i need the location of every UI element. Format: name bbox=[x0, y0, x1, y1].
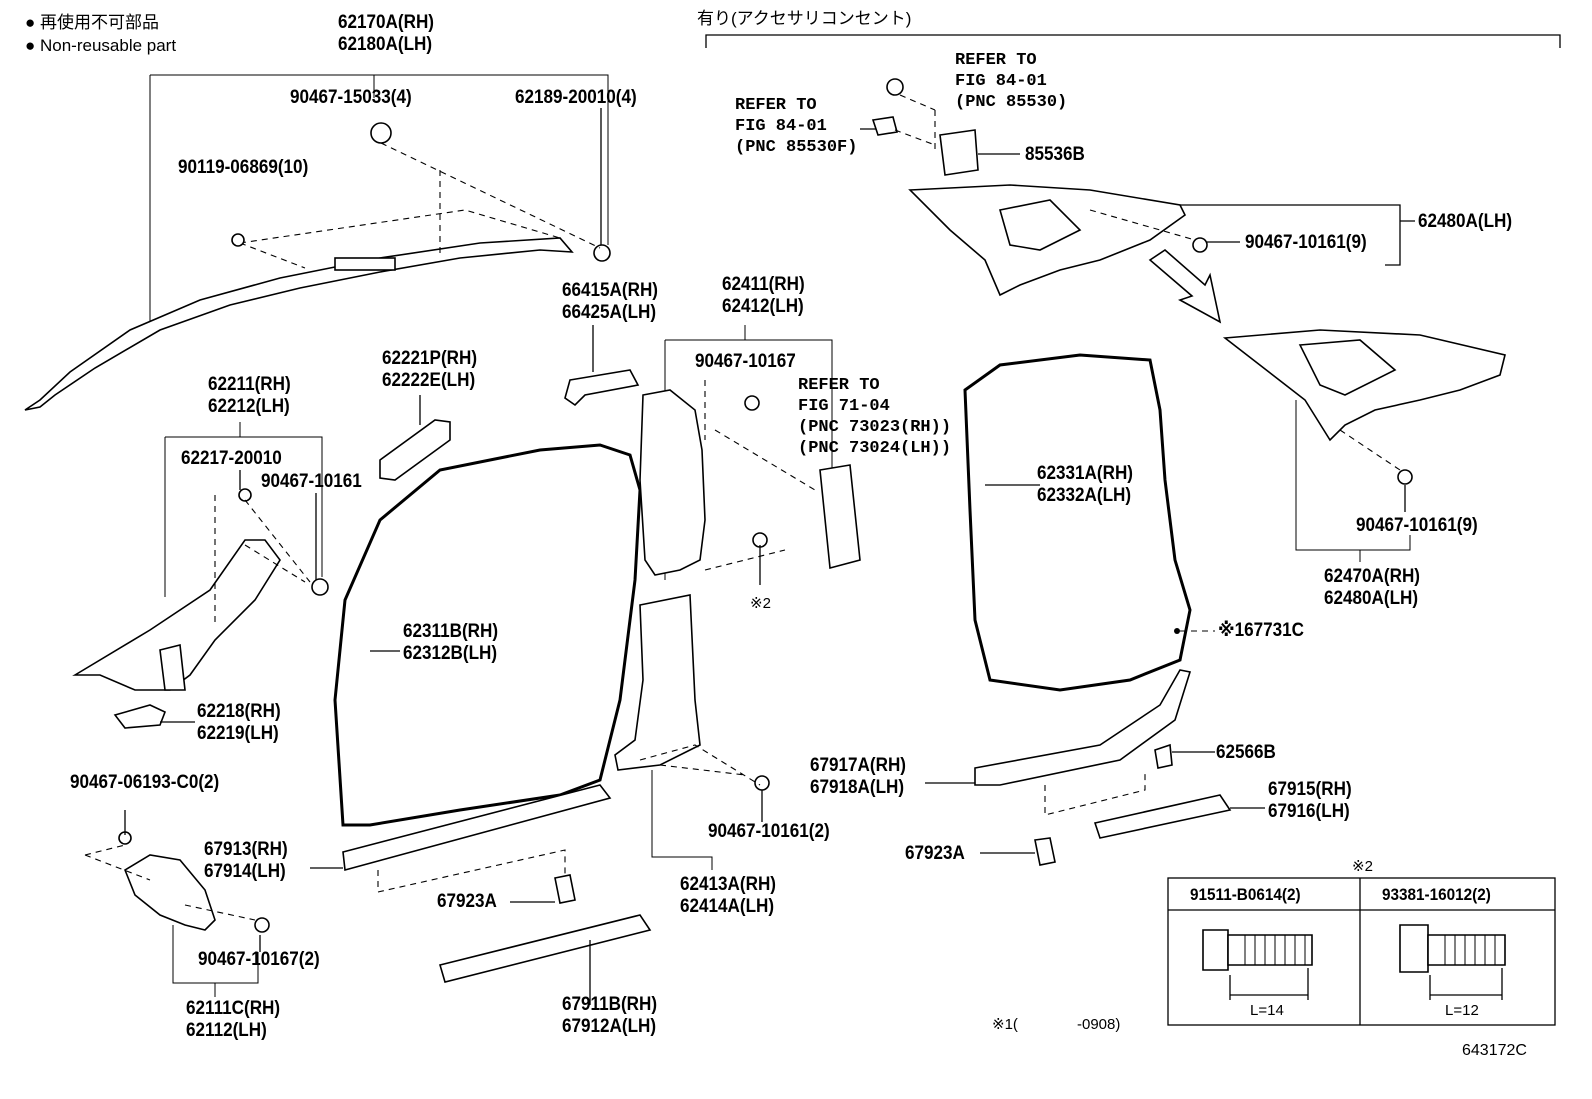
label-62480A-upper: 62480A(LH) bbox=[1418, 211, 1513, 232]
legend-jp: ● 再使用不可部品 bbox=[25, 13, 159, 32]
footnote-value: -0908) bbox=[1077, 1016, 1121, 1033]
label-62218: 62218(RH) bbox=[197, 701, 281, 722]
label-90119-06869: 90119-06869(10) bbox=[178, 157, 309, 178]
label-90467-06193: 90467-06193-C0(2) bbox=[70, 772, 220, 793]
label-62217-20010: 62217-20010 bbox=[181, 448, 282, 469]
label-90467-10161-9b: 90467-10161(9) bbox=[1356, 515, 1478, 536]
label-67917A: 67917A(RH) bbox=[810, 755, 906, 776]
socket-85536B bbox=[939, 129, 979, 176]
refer2-line3: (PNC 85530F) bbox=[735, 138, 858, 157]
refer3-line2: FIG 71-04 bbox=[798, 397, 890, 416]
label-62212: 62212(LH) bbox=[208, 396, 290, 417]
label-67915: 67915(RH) bbox=[1268, 779, 1352, 800]
label-90467-10161-9a: 90467-10161(9) bbox=[1245, 232, 1367, 253]
refer2-line2: FIG 84-01 bbox=[735, 117, 827, 136]
label-62566B: 62566B bbox=[1216, 742, 1276, 763]
label-67912A: 67912A(LH) bbox=[562, 1016, 657, 1037]
bolt-93381-icon bbox=[1399, 924, 1506, 1000]
bolt-table-part-1: 91511-B0614(2) bbox=[1190, 885, 1301, 904]
label-62211: 62211(RH) bbox=[208, 374, 291, 395]
label-62411: 62411(RH) bbox=[722, 274, 805, 295]
bolt-table-mark: ※2 bbox=[1352, 858, 1373, 875]
rear-weatherstrip bbox=[963, 353, 1192, 692]
bolt-length-1: L=14 bbox=[1250, 1002, 1284, 1019]
label-62221P: 62221P(RH) bbox=[382, 348, 478, 369]
refer2-line1: REFER TO bbox=[735, 96, 817, 115]
refer3-line1: REFER TO bbox=[798, 376, 880, 395]
bolt-table-part-2: 93381-16012(2) bbox=[1382, 885, 1491, 904]
nonreusable-90467-15033: 90467-15033(4) bbox=[290, 87, 412, 108]
label-62480A: 62480A(LH) bbox=[1324, 588, 1419, 609]
option-header: 有り(アクセサリコンセント) bbox=[697, 9, 912, 28]
label-67914: 67914(LH) bbox=[204, 861, 286, 882]
label-62170A: 62170A(RH) bbox=[338, 12, 434, 33]
refer3-line3: (PNC 73023(RH)) bbox=[798, 418, 952, 437]
label-66425A: 66425A(LH) bbox=[562, 302, 657, 323]
label-85536B: 85536B bbox=[1025, 144, 1085, 165]
bolt-length-2: L=12 bbox=[1445, 1002, 1479, 1019]
label-62180A: 62180A(LH) bbox=[338, 34, 433, 55]
label-62412: 62412(LH) bbox=[722, 296, 804, 317]
a-pillar-trim bbox=[72, 539, 281, 691]
label-62222E: 62222E(LH) bbox=[382, 370, 476, 391]
label-67731C: ※167731C bbox=[1218, 620, 1305, 641]
bolt-91511-icon bbox=[1202, 929, 1313, 1000]
label-62414A: 62414A(LH) bbox=[680, 896, 775, 917]
label-90467-10161-a: 90467-10161 bbox=[261, 471, 362, 492]
label-67913: 67913(RH) bbox=[204, 839, 288, 860]
label-90467-10167: 90467-10167 bbox=[695, 351, 796, 372]
note2-mark: ※2 bbox=[750, 595, 771, 612]
nonreusable-62189-20010: 62189-20010(4) bbox=[515, 87, 637, 108]
label-62111C: 62111C(RH) bbox=[186, 998, 281, 1019]
label-62331A: 62331A(RH) bbox=[1037, 463, 1133, 484]
label-67918A: 67918A(LH) bbox=[810, 777, 905, 798]
b-pillar-upper-trim bbox=[639, 389, 706, 576]
label-62413A: 62413A(RH) bbox=[680, 874, 776, 895]
cowl-side-trim bbox=[124, 854, 216, 931]
label-67911B: 67911B(RH) bbox=[562, 994, 658, 1015]
rear-scuff-plate bbox=[974, 669, 1192, 786]
bracket-62221 bbox=[379, 419, 451, 481]
refer1-line2: FIG 84-01 bbox=[955, 72, 1047, 91]
label-62312B: 62312B(LH) bbox=[403, 643, 498, 664]
front-weatherstrip bbox=[333, 443, 642, 827]
label-62311B: 62311B(RH) bbox=[403, 621, 499, 642]
label-67923A-front: 67923A bbox=[437, 891, 497, 912]
label-67923A-rear: 67923A bbox=[905, 843, 965, 864]
label-62332A: 62332A(LH) bbox=[1037, 485, 1132, 506]
label-90467-10167-2: 90467-10167(2) bbox=[198, 949, 320, 970]
footnote-mark: ※1( bbox=[992, 1016, 1018, 1033]
refer1-line1: REFER TO bbox=[955, 51, 1037, 70]
roof-rail-strip bbox=[24, 237, 574, 411]
label-67916: 67916(LH) bbox=[1268, 801, 1350, 822]
label-62470A: 62470A(RH) bbox=[1324, 566, 1420, 587]
refer3-line4: (PNC 73024(LH)) bbox=[798, 439, 952, 458]
front-step-cover bbox=[438, 914, 652, 983]
label-66415A: 66415A(RH) bbox=[562, 280, 658, 301]
rear-step-cover bbox=[1093, 794, 1232, 839]
legend-en: ● Non-reusable part bbox=[25, 36, 177, 55]
label-62219: 62219(LH) bbox=[197, 723, 279, 744]
front-scuff-plate bbox=[342, 784, 612, 872]
figure-code: 643172C bbox=[1462, 1042, 1527, 1059]
bracket-66415 bbox=[564, 369, 640, 407]
label-90467-10161-2: 90467-10161(2) bbox=[708, 821, 830, 842]
refer1-line3: (PNC 85530) bbox=[955, 93, 1068, 112]
label-62112: 62112(LH) bbox=[186, 1020, 267, 1041]
b-pillar-lower-trim bbox=[614, 594, 701, 771]
